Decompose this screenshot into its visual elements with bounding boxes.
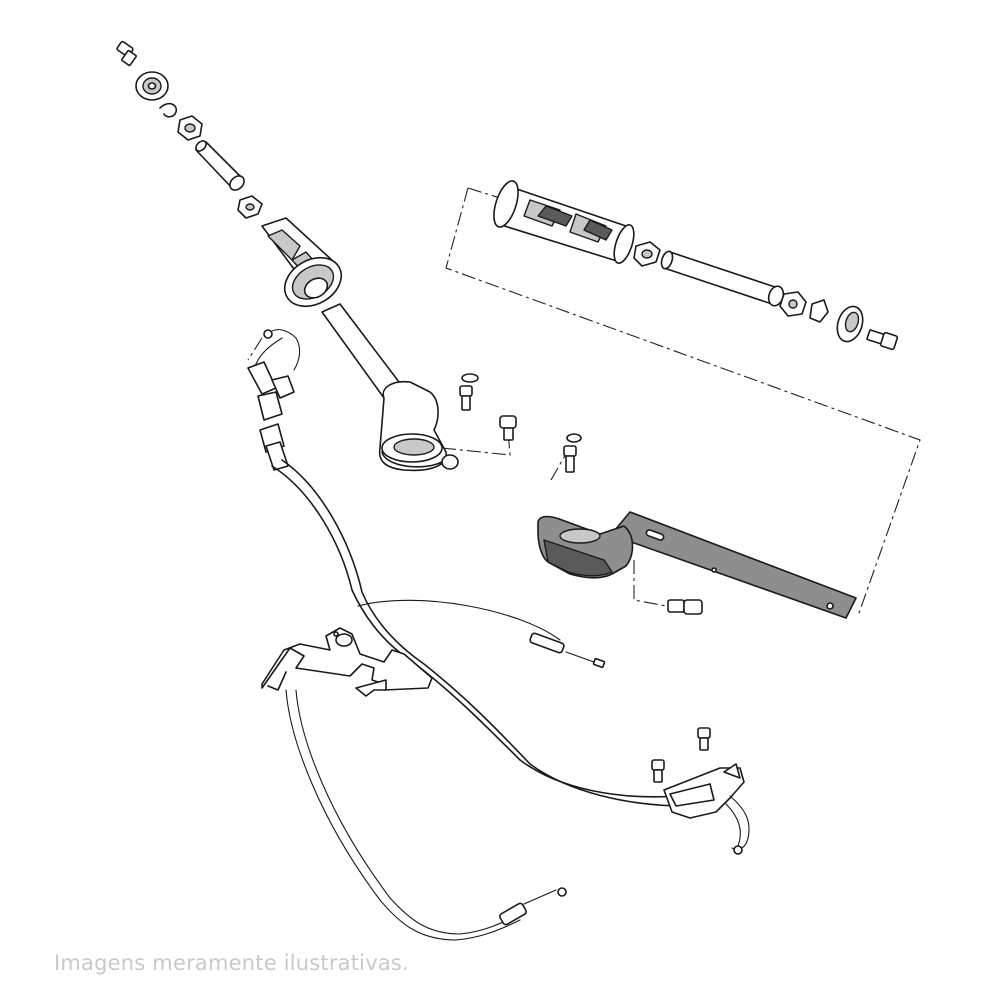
clip-on-body-shade bbox=[543, 539, 613, 577]
clip-on-hole bbox=[711, 567, 717, 573]
cable-adjuster-mid bbox=[529, 632, 606, 669]
clip-on-bore bbox=[559, 528, 601, 544]
right-clip-on-handlebar bbox=[537, 433, 857, 619]
clip-on-bar bbox=[599, 511, 857, 619]
caption: Imagens meramente ilustrativas. bbox=[54, 951, 409, 975]
snap-ring-left bbox=[159, 102, 178, 118]
end-screw-left bbox=[116, 40, 137, 67]
collar-nut-left bbox=[237, 195, 263, 219]
right-grip bbox=[493, 180, 635, 264]
clip-on-end-hole bbox=[826, 602, 834, 610]
left-grip bbox=[261, 217, 343, 308]
inner-tube-left bbox=[195, 140, 245, 191]
right-grip-group bbox=[493, 180, 899, 351]
left-pinch-bolt bbox=[499, 415, 517, 441]
lower-bolt-a bbox=[651, 759, 665, 783]
right-pinch-bolt bbox=[667, 599, 703, 615]
cable-d bbox=[285, 689, 521, 941]
cable-b bbox=[281, 459, 687, 807]
throttle-cables bbox=[247, 329, 687, 941]
right-collar-nut bbox=[633, 241, 661, 267]
bar-end-weight-right bbox=[836, 305, 864, 343]
right-clamp-bolt bbox=[563, 433, 582, 473]
throttle-cable-upper-ends bbox=[247, 329, 301, 471]
cable-e bbox=[295, 689, 517, 935]
lower-bolt-b bbox=[697, 727, 711, 751]
right-snap-ring bbox=[809, 299, 829, 323]
right-nut bbox=[779, 291, 807, 317]
cable-bracket bbox=[261, 627, 433, 697]
end-screw-right bbox=[866, 329, 899, 351]
left-clip-on-clamp bbox=[378, 380, 459, 472]
lower-right-cable-bracket bbox=[651, 727, 750, 855]
left-throttle-assembly bbox=[116, 40, 517, 472]
clip-on-slot bbox=[645, 529, 665, 541]
bar-end-weight-left bbox=[135, 71, 169, 101]
cable-end-bottom bbox=[499, 887, 567, 926]
nut-left bbox=[177, 115, 203, 141]
left-clamp-bolt bbox=[459, 373, 479, 411]
cable-c bbox=[357, 599, 561, 641]
right-inner-tube bbox=[660, 250, 785, 307]
